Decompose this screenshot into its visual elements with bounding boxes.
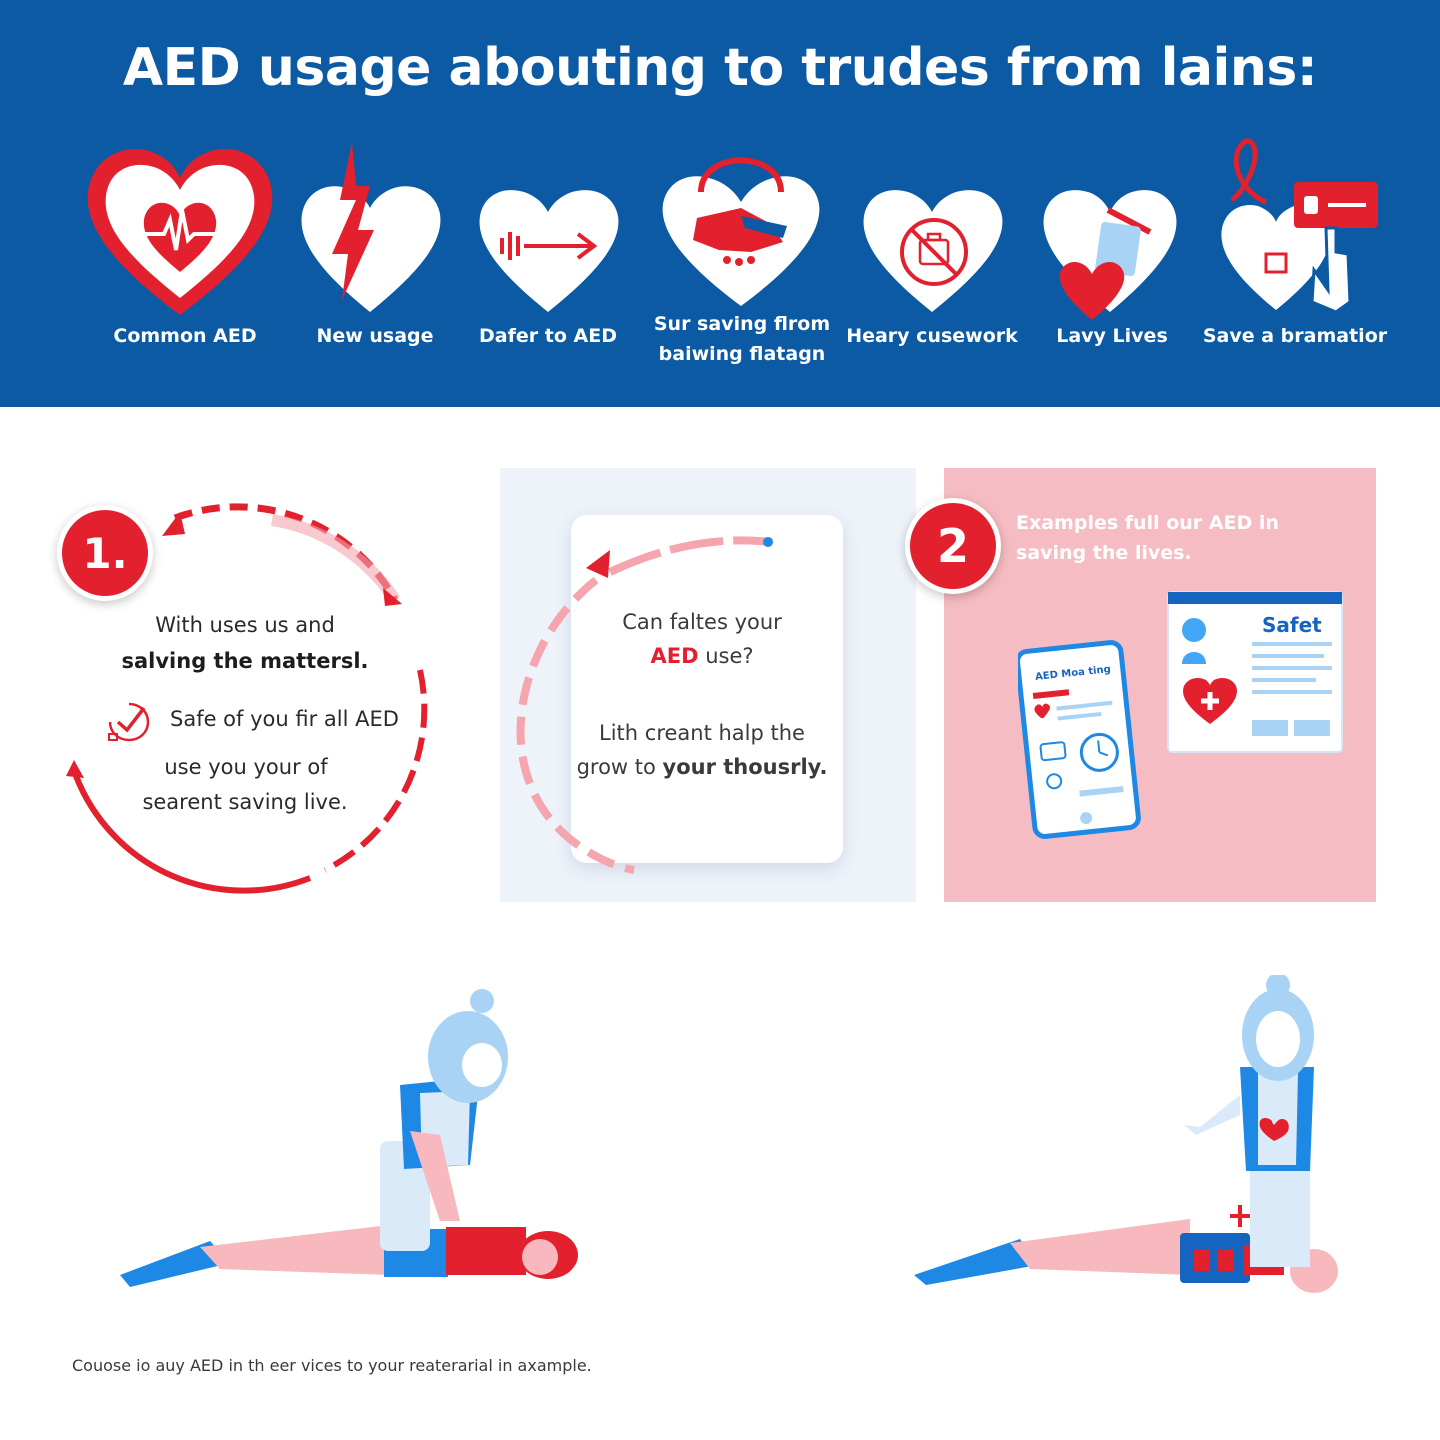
hand-tap-heart-icon xyxy=(1221,137,1378,314)
cpr-scene-illustration xyxy=(120,989,578,1287)
icon-item-heary-cusework[interactable] xyxy=(832,130,1032,330)
icon-item-common-aed[interactable] xyxy=(80,130,280,330)
panel2-cycle-arrow xyxy=(516,536,773,874)
icon-item-lavy-lives[interactable] xyxy=(1010,130,1210,330)
icon-item-save-a-bramatior[interactable] xyxy=(1196,130,1396,330)
panel3-title-line: Examples full our AED in xyxy=(1016,512,1279,534)
arrow-dot xyxy=(763,537,773,547)
phone-app-illustration xyxy=(1018,640,1141,839)
panel1-line1: With uses us and xyxy=(155,613,335,637)
arrow-head xyxy=(586,550,610,578)
handshake-heart-icon xyxy=(662,157,820,306)
icon-label-line: Sur saving flrom xyxy=(653,313,831,335)
icon-label-lavy-lives: Lavy Lives xyxy=(1056,325,1168,347)
panel1-cycle-arrows xyxy=(66,503,428,894)
panel2-body-line2: grow to your thousrly. xyxy=(571,750,833,784)
heart-arrow-icon xyxy=(479,190,619,312)
panel2-body-line2-bold: your thousrly. xyxy=(662,755,828,779)
panel2-body-line2-start: grow to xyxy=(576,755,663,779)
checkmark-badge-icon xyxy=(108,702,150,742)
icon-label-line: baiwing flatagn xyxy=(658,343,826,365)
panel3-title: Examples full our AED in saving the live… xyxy=(1016,508,1336,568)
page-title: AED usage abouting to trudes from lains: xyxy=(122,38,1318,98)
panel1-line3: use you your of xyxy=(164,755,328,779)
panel2-body-line1: Lith creant halp the xyxy=(599,721,805,745)
step-2-badge: 2 xyxy=(905,498,1001,594)
panel2-question-line1: Can faltes your xyxy=(622,610,782,634)
arrow-head xyxy=(162,512,185,536)
footer-caption: Couose io auy AED in th eer vices to you… xyxy=(72,1356,592,1375)
panel1-line2-text: salving the mattersl. xyxy=(121,649,369,673)
icon-label-dafer-to-aed: Dafer to AED xyxy=(479,325,617,347)
aed-highlight: AED xyxy=(650,644,699,668)
icon-label-sur-saving: Sur saving flrom baiwing flatagn xyxy=(642,309,842,369)
step-1-badge: 1. xyxy=(57,505,153,601)
no-bag-heart-icon xyxy=(863,190,1003,312)
panel3-title-line: saving the lives. xyxy=(1016,542,1192,564)
window-title: Safet xyxy=(1262,613,1322,637)
icon-label-heary-cusework: Heary cusework xyxy=(846,325,1018,347)
arrow-head xyxy=(383,588,402,606)
broken-heart-lightning-icon xyxy=(301,142,441,312)
icon-label-new-usage: New usage xyxy=(316,325,434,347)
panel1-check-text: Safe of you fir all AED xyxy=(170,707,399,731)
icon-item-new-usage[interactable] xyxy=(270,130,470,330)
panel1-line4: searent saving live. xyxy=(142,790,348,814)
arrow-head xyxy=(66,760,84,778)
icon-item-sur-saving[interactable] xyxy=(641,130,841,330)
icon-label-save-a-bramatior: Save a bramatior xyxy=(1202,325,1388,347)
heart-device-icon xyxy=(1043,190,1177,320)
heartbeat-heart-icon xyxy=(87,149,273,315)
panel2-question-line2: AED use? xyxy=(571,639,833,673)
panel2-question-tail: use? xyxy=(698,644,754,668)
icon-label-common-aed: Common AED xyxy=(113,325,257,347)
aed-scene-illustration xyxy=(914,975,1338,1293)
icon-item-dafer-to-aed[interactable] xyxy=(448,130,648,330)
safety-window-illustration xyxy=(1167,591,1343,753)
panel1-line2: salving the mattersl. xyxy=(95,643,395,679)
